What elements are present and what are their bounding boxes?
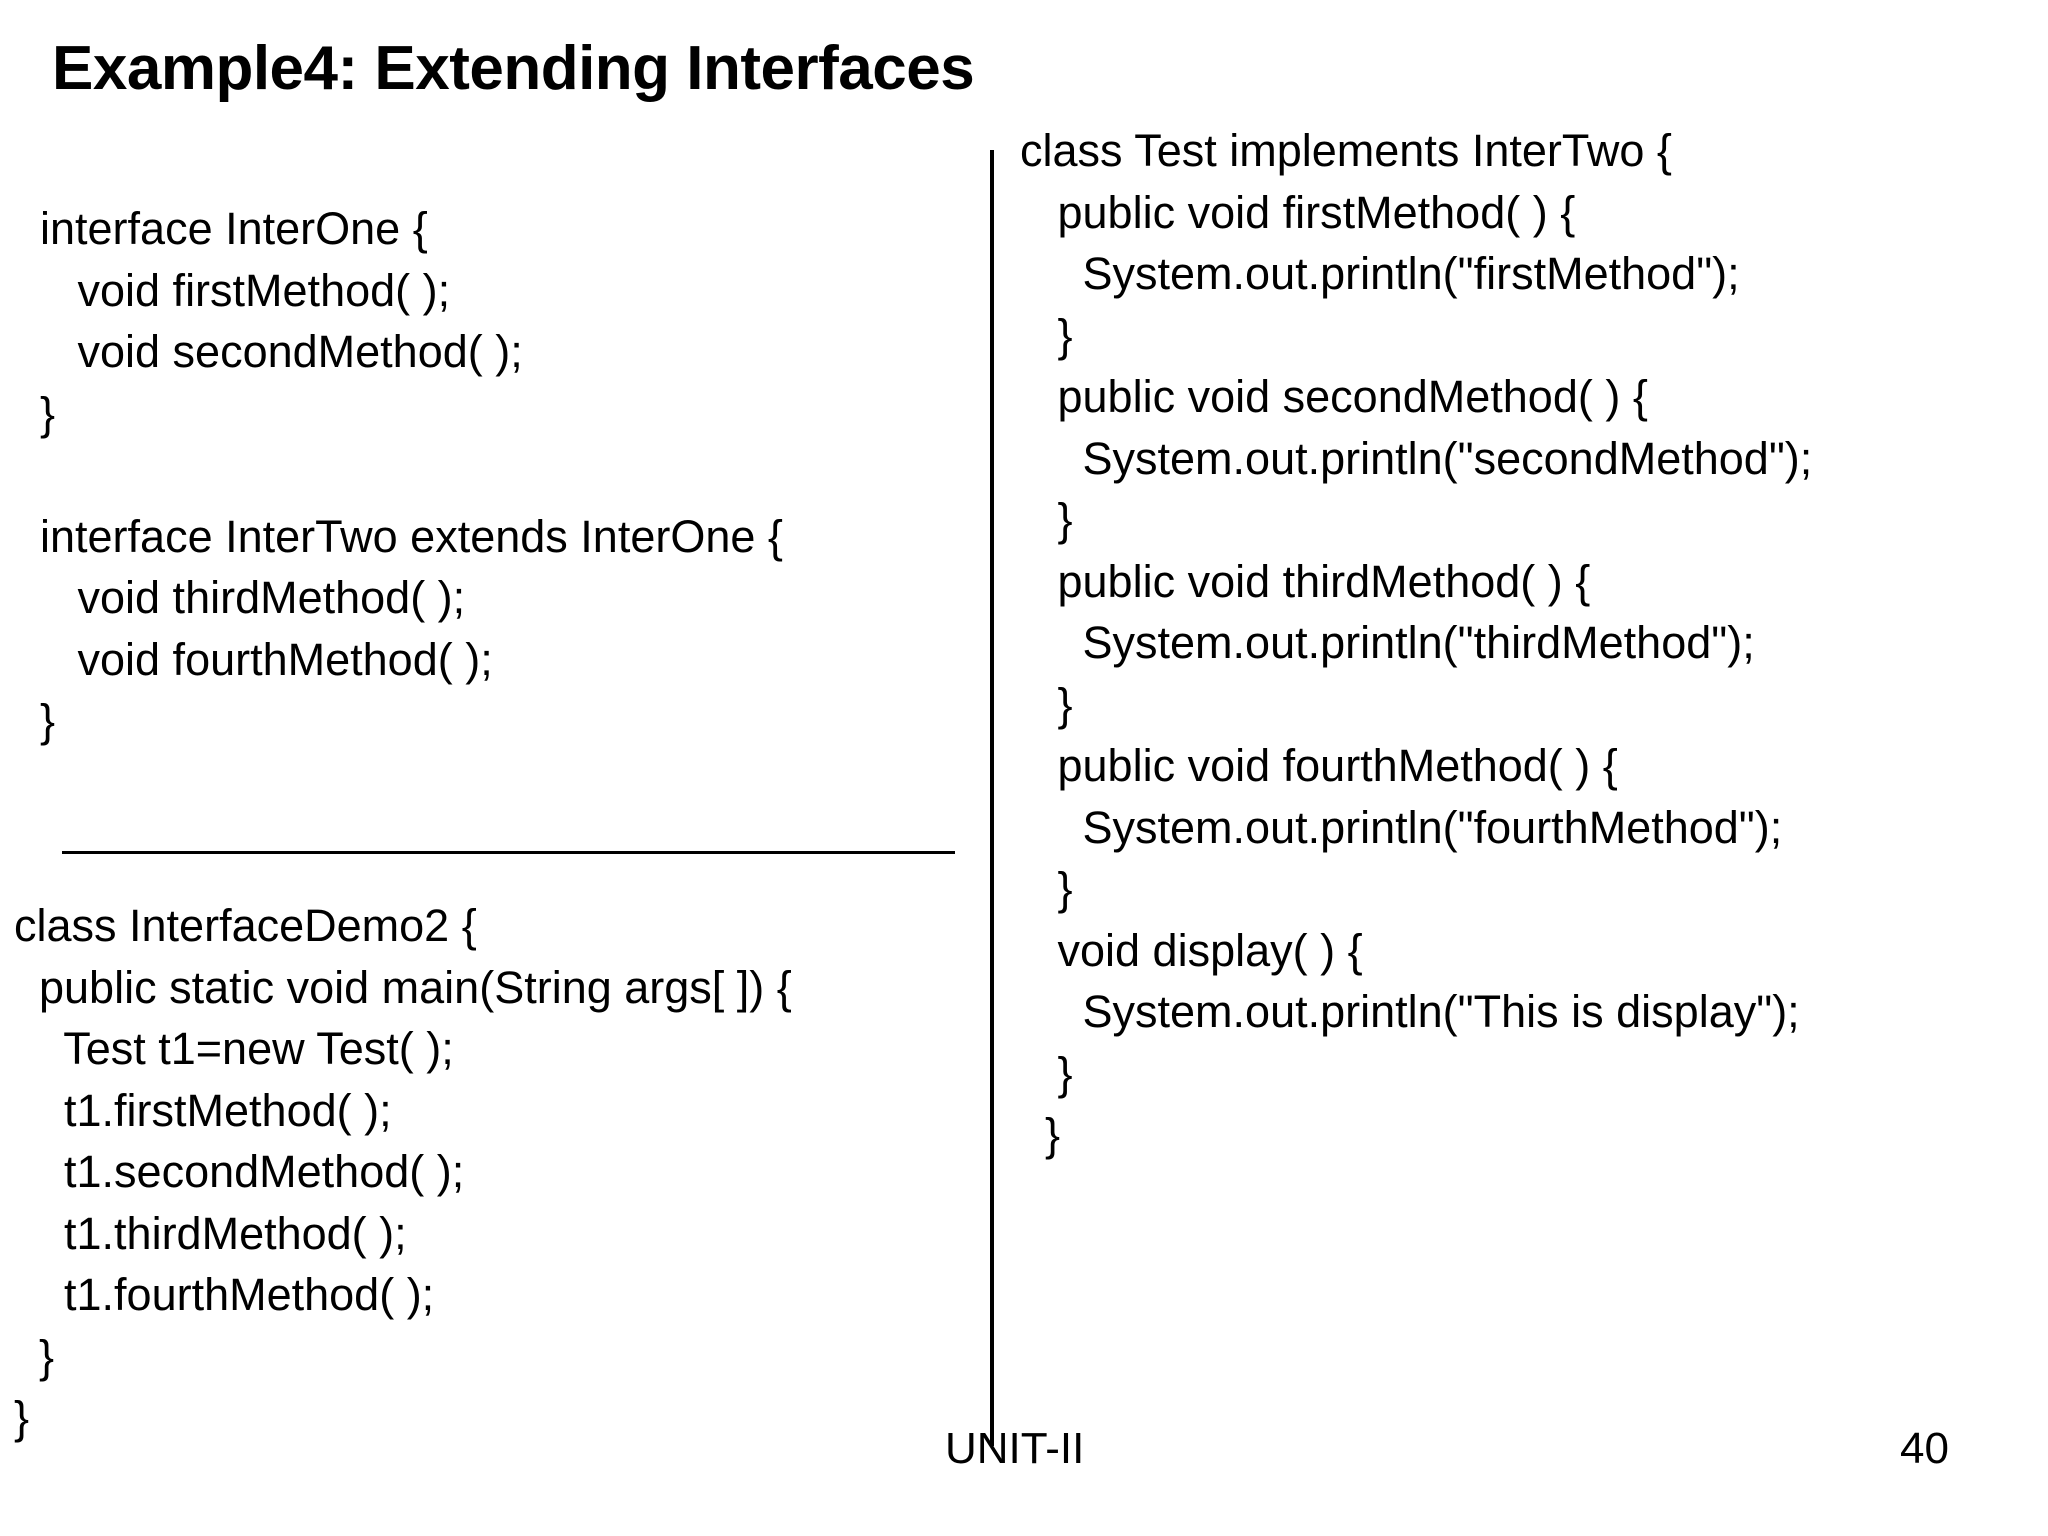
code-line: }: [1020, 678, 1073, 730]
code-line: t1.secondMethod( );: [14, 1146, 465, 1197]
code-line: void thirdMethod( );: [40, 572, 466, 623]
code-line: t1.firstMethod( );: [14, 1084, 392, 1136]
page-title: Example4: Extending Interfaces: [52, 34, 975, 103]
code-line: }: [1020, 494, 1073, 545]
code-line: System.out.println("fourthMethod");: [1020, 801, 1783, 853]
footer-unit-label: UNIT-II: [945, 1424, 1085, 1473]
code-line: [40, 444, 783, 506]
code-line: class InterfaceDemo2 {: [14, 900, 477, 951]
code-line: }: [14, 1392, 30, 1443]
code-line: public void firstMethod( ) {: [1020, 186, 1576, 238]
code-line: t1.fourthMethod( );: [14, 1269, 435, 1320]
code-line: interface InterTwo extends InterOne {: [40, 510, 783, 562]
horizontal-divider: [62, 851, 955, 854]
test-class-code-block: class Test implements InterTwo { public …: [1020, 120, 1812, 1166]
code-line: public static void main(String args[ ]) …: [14, 961, 792, 1013]
code-line: interface InterOne {: [40, 203, 428, 254]
interface-definitions-code-block: interface InterOne { void firstMethod( )…: [40, 198, 783, 752]
code-line: void display( ) {: [1020, 924, 1363, 976]
vertical-divider: [990, 150, 994, 1446]
code-line: void firstMethod( );: [40, 264, 451, 316]
code-line: t1.thirdMethod( );: [14, 1207, 407, 1259]
code-line: }: [40, 695, 56, 746]
code-line: System.out.println("secondMethod");: [1020, 432, 1813, 484]
code-line: }: [40, 387, 56, 439]
code-line: public void thirdMethod( ) {: [1020, 555, 1591, 607]
code-line: class Test implements InterTwo {: [1020, 125, 1672, 176]
code-line: }: [14, 1330, 55, 1382]
code-line: }: [1020, 863, 1073, 914]
code-line: }: [1020, 1109, 1061, 1160]
code-line: public void secondMethod( ) {: [1020, 371, 1648, 422]
code-line: }: [1020, 309, 1073, 361]
footer-page-number: 40: [1900, 1424, 1949, 1473]
code-line: void fourthMethod( );: [40, 633, 493, 685]
code-line: }: [1020, 1047, 1073, 1099]
code-line: public void fourthMethod( ) {: [1020, 740, 1618, 791]
code-line: void secondMethod( );: [40, 326, 523, 377]
code-line: System.out.println("This is display");: [1020, 986, 1800, 1037]
code-line: System.out.println("thirdMethod");: [1020, 617, 1755, 668]
code-line: Test t1=new Test( );: [14, 1023, 454, 1074]
interface-demo2-code-block: class InterfaceDemo2 { public static voi…: [14, 895, 792, 1449]
code-line: System.out.println("firstMethod");: [1020, 248, 1740, 299]
